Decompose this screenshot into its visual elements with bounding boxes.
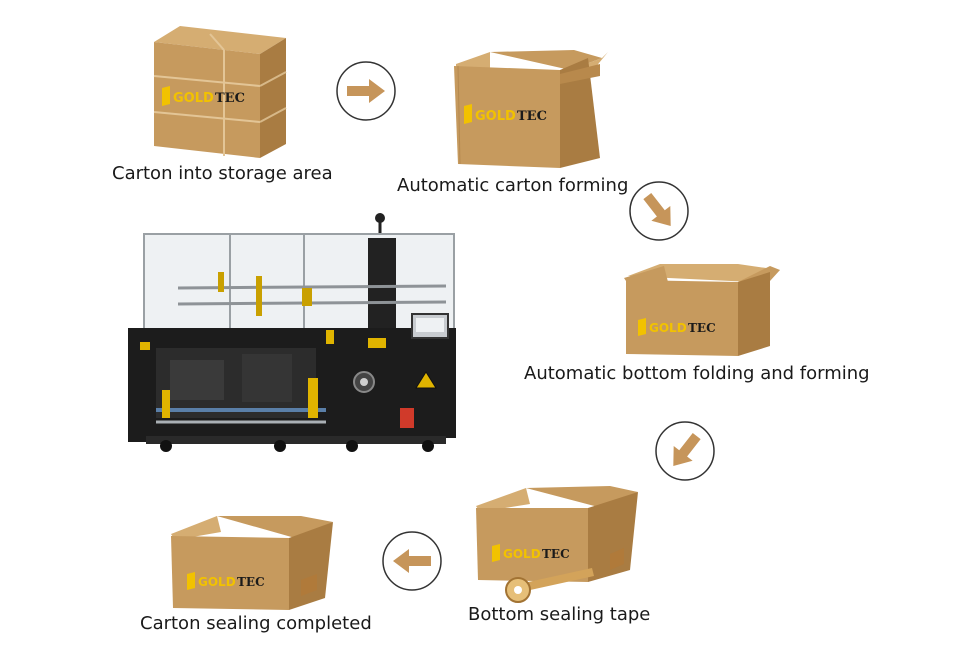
svg-text:GOLD: GOLD xyxy=(198,575,236,589)
svg-text:GOLD: GOLD xyxy=(503,547,541,561)
arrow-down-left-icon xyxy=(654,420,716,482)
svg-text:GOLD: GOLD xyxy=(475,109,516,124)
carton-bottom-sealing: GOLD TEC xyxy=(470,484,642,606)
svg-text:TEC: TEC xyxy=(542,547,570,561)
brand-logo: GOLD TEC xyxy=(638,318,716,336)
carton-forming: GOLD TEC xyxy=(450,44,612,172)
svg-text:GOLD: GOLD xyxy=(173,91,214,106)
carton-closed: GOLD TEC xyxy=(148,24,288,160)
step-caption-storage: Carton into storage area xyxy=(112,163,333,184)
arrow-right-icon xyxy=(335,60,397,122)
carton-bottom-folding: GOLD TEC xyxy=(620,262,784,360)
brand-logo: GOLD TEC xyxy=(492,544,570,562)
step-caption-forming: Automatic carton forming xyxy=(397,175,629,196)
step-caption-bottom-sealing: Bottom sealing tape xyxy=(468,604,651,625)
carton-sealing-completed: GOLD TEC xyxy=(165,512,337,612)
svg-text:TEC: TEC xyxy=(237,575,265,589)
arrow-left-icon xyxy=(381,530,443,592)
arrow-down-right-icon xyxy=(628,180,690,242)
svg-text:TEC: TEC xyxy=(215,91,245,106)
svg-text:GOLD: GOLD xyxy=(649,321,687,335)
carton-erector-machine xyxy=(126,210,466,466)
brand-logo: GOLD TEC xyxy=(464,104,547,124)
step-caption-sealing-completed: Carton sealing completed xyxy=(140,613,372,634)
svg-text:TEC: TEC xyxy=(688,321,716,335)
step-caption-bottom-folding: Automatic bottom folding and forming xyxy=(524,363,870,384)
brand-logo: GOLD TEC xyxy=(162,86,245,106)
brand-logo: GOLD TEC xyxy=(187,572,265,590)
svg-text:TEC: TEC xyxy=(517,109,547,124)
